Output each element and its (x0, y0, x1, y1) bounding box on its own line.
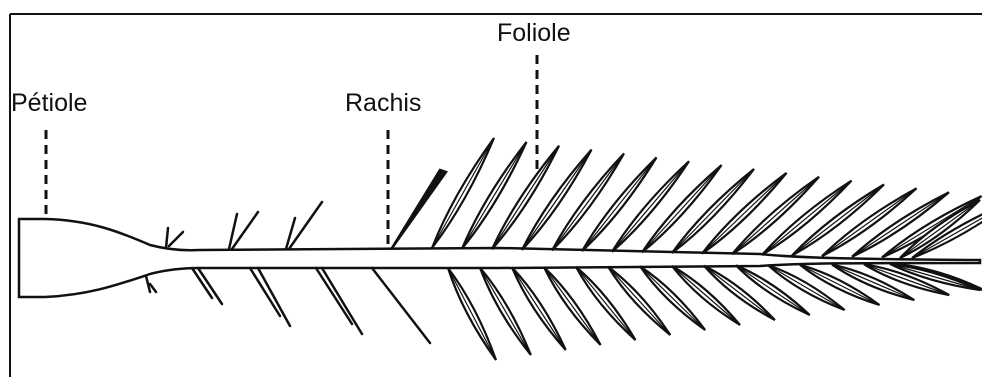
leaflet-midrib (432, 138, 494, 248)
upper-spines (166, 170, 446, 249)
leaflet-midrib (672, 266, 740, 325)
rachis-label: Rachis (345, 91, 421, 116)
lower-leaflets (448, 264, 982, 360)
upper-leaflets (432, 138, 982, 258)
leaflet-midrib (462, 142, 527, 249)
leaflet-midrib (704, 266, 775, 320)
leaflet-midrib (736, 265, 810, 315)
leaflet-midrib (492, 146, 559, 250)
leaflet-midrib (640, 266, 705, 330)
leaflet-midrib (582, 157, 657, 251)
leaflet-midrib (608, 267, 670, 335)
leaflet-midrib (522, 150, 592, 250)
leaflet-midrib (552, 154, 624, 251)
petiole-label: Pétiole (11, 91, 87, 116)
foliole-label: Foliole (497, 21, 571, 46)
leaflet-midrib (768, 265, 845, 310)
lower-spines (146, 268, 430, 343)
